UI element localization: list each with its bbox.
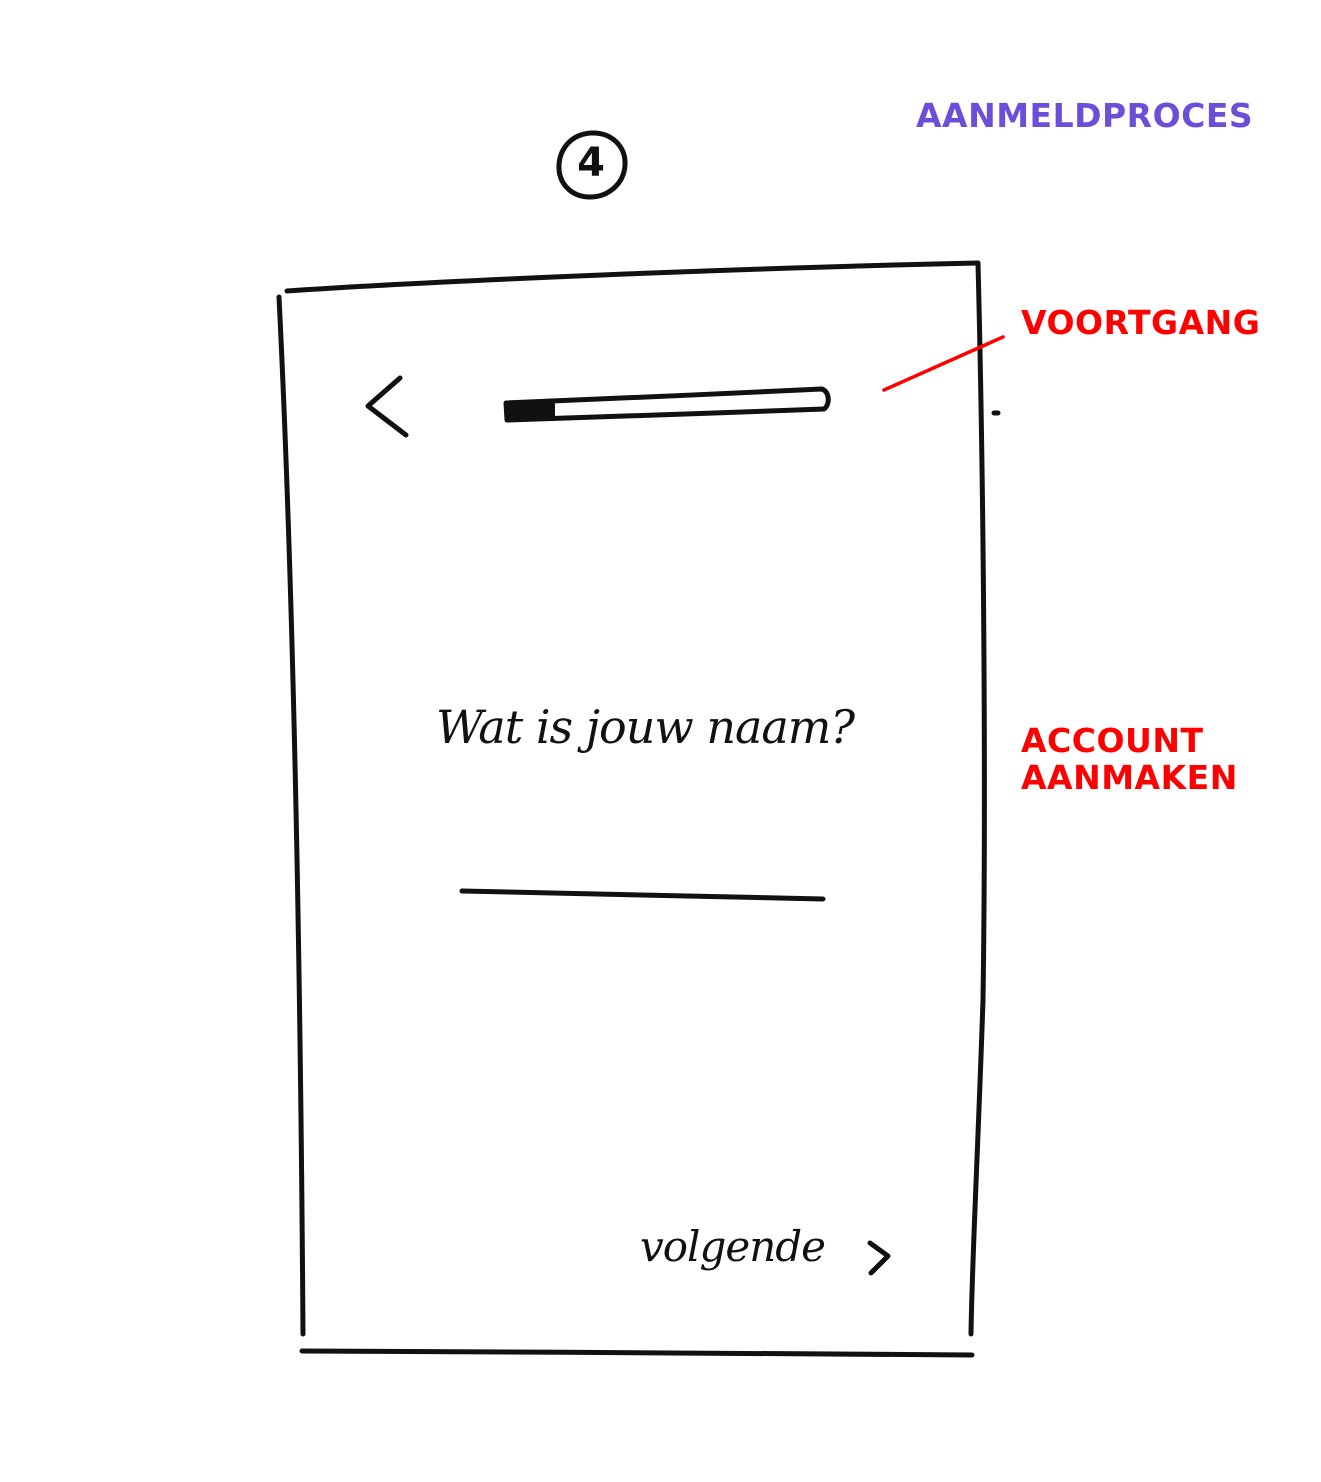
process-label: AANMELDPROCES: [916, 96, 1254, 135]
back-button[interactable]: [350, 360, 420, 450]
account-annotation-line-1: ACCOUNT: [1021, 721, 1204, 760]
account-annotation: ACCOUNT AANMAKEN: [1021, 721, 1238, 797]
progress-bar: [503, 386, 831, 423]
account-annotation-line-2: AANMAKEN: [1021, 757, 1238, 797]
progress-fill: [507, 403, 555, 420]
chevron-left-icon: [365, 375, 409, 438]
annotation-pointer-line: [882, 335, 1005, 392]
name-input[interactable]: [460, 855, 829, 897]
name-question: Wat is jouw naam?: [436, 700, 855, 754]
step-circle: [556, 130, 628, 200]
next-button-label: volgende: [640, 1222, 826, 1271]
next-button[interactable]: [630, 1215, 900, 1295]
progress-track: [503, 386, 831, 423]
chevron-right-icon: [867, 1240, 891, 1276]
step-number: 4: [577, 140, 605, 186]
progress-annotation: VOORTGANG: [1021, 303, 1261, 342]
phone-frame: [276, 260, 1001, 1358]
